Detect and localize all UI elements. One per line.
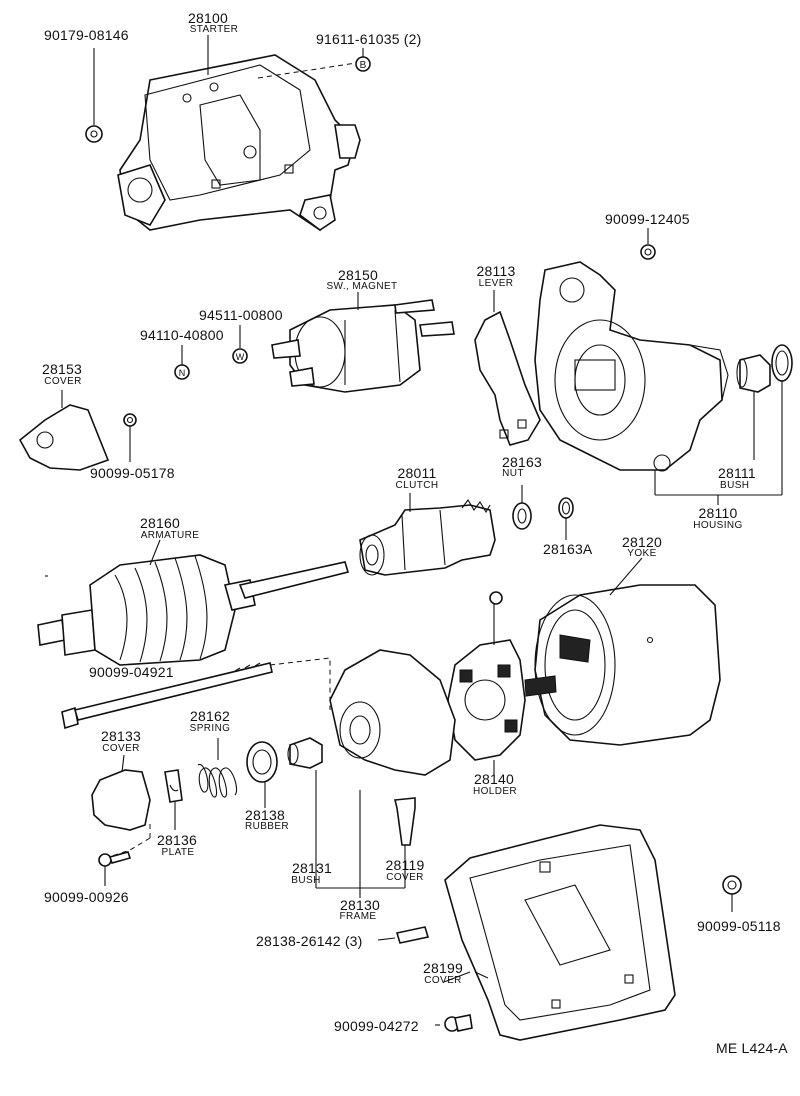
part-name-starter: STARTER (189, 24, 239, 35)
part-number-28138: 28138 (245, 807, 285, 823)
part-number-28150: 28150 (338, 267, 378, 283)
part-number-94511-00800: 94511-00800 (199, 307, 283, 323)
bolt-90099-04272 (435, 1014, 473, 1032)
part-number-28163a: 28163A (543, 541, 593, 557)
ring-28163a (558, 497, 574, 540)
large-cover-drawing (444, 824, 676, 1041)
part-number-28110: 28110 (698, 505, 738, 521)
nut-90099-05178 (123, 413, 137, 462)
lever-drawing (474, 290, 541, 446)
end-cover-drawing (91, 769, 151, 857)
part-number-28162: 28162 (190, 708, 230, 724)
part-name-yoke: YOKE (627, 548, 657, 559)
svg-text:N: N (179, 368, 186, 378)
washer-90179-08146 (85, 48, 103, 143)
part-number-28136: 28136 (157, 832, 197, 848)
part-number-91611-61035: 91611-61035 (2) (316, 31, 422, 47)
bush-28111 (736, 354, 771, 393)
part-number-28100: 28100 (188, 10, 228, 26)
part-name-bush-housing: BUSH (720, 480, 750, 491)
part-number-28111: 28111 (718, 465, 756, 481)
part-number-28153: 28153 (42, 361, 82, 377)
leader-lines (61, 35, 643, 983)
nut-n: N (174, 345, 190, 380)
bush-28131 (287, 737, 323, 888)
housing-drawing (534, 261, 729, 472)
part-name-lever: LEVER (478, 278, 514, 289)
part-name-bush-frame: BUSH (291, 875, 321, 886)
yoke-drawing (524, 584, 721, 746)
housing-bracket-lines (654, 381, 783, 505)
part-name-holder: HOLDER (472, 786, 518, 797)
part-name-rubber: RUBBER (244, 821, 290, 832)
plate-28136 (164, 769, 183, 830)
through-bolt-drawing (61, 662, 273, 730)
nut-90099-05118 (722, 875, 742, 912)
svg-text:B: B (360, 60, 367, 71)
part-name-clutch: CLUTCH (395, 480, 439, 491)
part-name-cover-small: COVER (386, 872, 424, 883)
part-name-sw-magnet: SW., MAGNET (326, 281, 398, 292)
frame-drawing (329, 649, 456, 888)
part-name-armature: ARMATURE (140, 530, 200, 541)
part-number-90099-04921: 90099-04921 (89, 664, 174, 680)
part-number-28131: 28131 (292, 860, 332, 876)
small-cover-drawing (393, 797, 416, 888)
part-number-90099-05118: 90099-05118 (697, 918, 781, 934)
cap-disc (771, 344, 793, 382)
part-number-90179-08146: 90179-08146 (44, 27, 129, 43)
svg-text:W: W (236, 352, 245, 362)
part-number-90099-05178: 90099-05178 (90, 465, 175, 481)
screw-90099-00926 (98, 851, 132, 886)
part-name-cover-end: COVER (102, 743, 140, 754)
part-number-90099-04272: 90099-04272 (334, 1018, 419, 1034)
part-number-90099-00926: 90099-00926 (44, 889, 129, 905)
part-number-28138-26142: 28138-26142 (3) (256, 933, 363, 949)
part-number-28163: 28163 (502, 454, 542, 470)
part-number-28119: 28119 (385, 857, 425, 873)
part-number-28113: 28113 (476, 263, 516, 279)
part-number-90099-12405: 90099-12405 (605, 211, 690, 227)
stud-drawing (377, 926, 430, 944)
armature-drawing (37, 554, 350, 666)
washer-w: W (232, 325, 248, 364)
part-name-frame: FRAME (339, 911, 377, 922)
nut-28163 (512, 485, 532, 530)
part-name-nut: NUT (502, 468, 524, 479)
diagram-code: ME L424-A (716, 1040, 788, 1056)
part-number-28133: 28133 (101, 728, 141, 744)
part-name-cover-terminal: COVER (44, 376, 82, 387)
terminal-cover-drawing (18, 404, 110, 471)
part-name-spring: SPRING (189, 723, 231, 734)
part-number-28130: 28130 (340, 897, 380, 913)
part-number-94110-40800: 94110-40800 (140, 327, 224, 343)
holder-drawing (447, 591, 526, 761)
starter-assembly-drawing (117, 54, 361, 232)
part-number-28011: 28011 (397, 465, 437, 481)
solenoid-drawing (271, 299, 455, 393)
part-number-28199: 28199 (423, 960, 463, 976)
bolt-b-symbol: B (257, 48, 371, 79)
part-name-housing: HOUSING (693, 520, 743, 531)
frame-bracket (316, 887, 405, 898)
part-name-cover-large: COVER (424, 975, 462, 986)
part-number-28120: 28120 (622, 534, 662, 550)
part-number-28140: 28140 (474, 771, 514, 787)
dashed-bolt-line (269, 657, 331, 710)
clutch-drawing (359, 499, 496, 576)
part-name-plate: PLATE (161, 847, 195, 858)
nut-90099-12405 (640, 228, 656, 260)
spring-28162 (197, 738, 238, 798)
rubber-28138 (246, 741, 278, 808)
part-number-28160: 28160 (140, 515, 180, 531)
